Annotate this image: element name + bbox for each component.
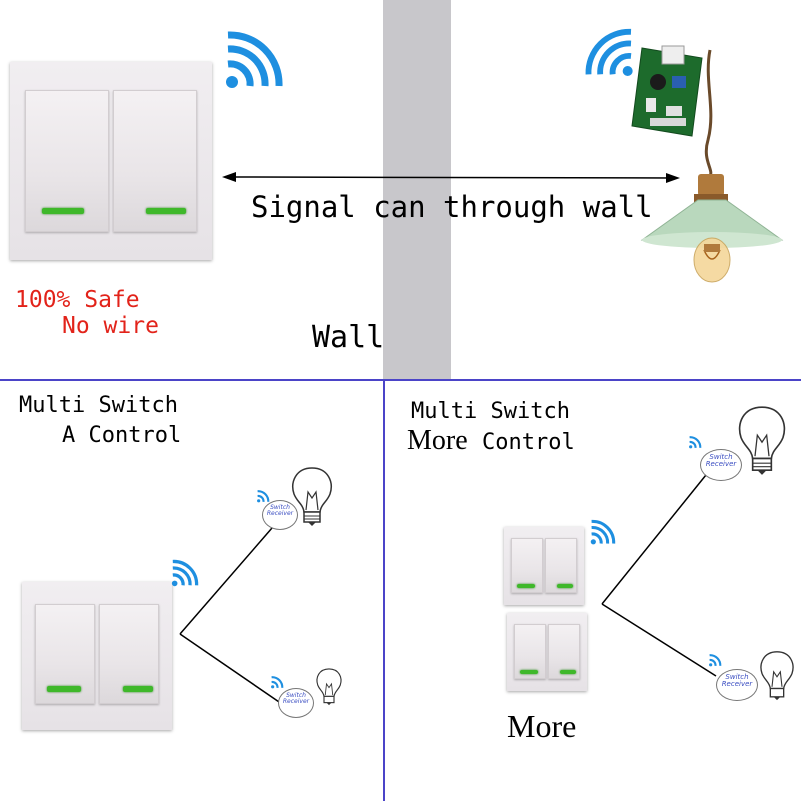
wifi-icon: [585, 28, 633, 76]
receiver-line2: Receiver: [282, 698, 310, 706]
switch-led: [47, 686, 81, 692]
wifi-icon: [590, 519, 616, 545]
wifi-icon: [709, 654, 722, 667]
more-label: More: [507, 708, 577, 744]
light-bulb-icon: [316, 668, 342, 706]
light-bulb-icon: [760, 651, 794, 701]
connection-lines: [179, 527, 283, 705]
switch-plate-left: [22, 582, 172, 730]
switch-rocker-right: [545, 538, 577, 593]
light-bulb-icon: [292, 467, 332, 526]
left-title-line1: Multi Switch: [19, 393, 178, 418]
receiver-badge: Switch Receiver: [700, 449, 742, 481]
switch-led: [123, 686, 153, 692]
switch-rocker-left: [35, 604, 95, 704]
switch-led: [560, 670, 576, 674]
switch-plate-small: [504, 527, 584, 605]
wifi-icon: [689, 436, 702, 449]
switch-led: [557, 584, 573, 588]
light-bulb-icon: [738, 406, 786, 475]
horizontal-divider: [0, 379, 801, 381]
receiver-line1: Switch: [709, 453, 733, 461]
nowire-text: No wire: [62, 313, 159, 339]
wall-label: Wall: [312, 320, 385, 355]
wall-strip: [383, 0, 451, 380]
wifi-icon: [171, 559, 199, 587]
wifi-icon: [226, 31, 283, 88]
right-title-control: Control: [482, 430, 575, 455]
switch-rocker-left: [25, 90, 109, 232]
circuit-board-icon: [631, 45, 703, 137]
vertical-divider: [383, 380, 385, 801]
switch-led: [520, 670, 538, 674]
signal-text: Signal can through wall: [251, 190, 653, 224]
switch-led: [42, 208, 84, 214]
switch-led: [517, 584, 535, 588]
wifi-icon: [257, 490, 270, 503]
receiver-line2: Receiver: [705, 460, 737, 469]
receiver-line2: Receiver: [266, 510, 294, 518]
left-title-line2: A Control: [62, 423, 182, 448]
connection-lines: [601, 469, 717, 677]
switch-rocker-left: [514, 624, 546, 679]
receiver-badge: Switch Receiver: [716, 669, 758, 701]
switch-led: [146, 208, 186, 214]
safe-text: 100% Safe: [15, 287, 140, 313]
wifi-icon: [271, 676, 284, 689]
signal-arrow: [222, 172, 680, 183]
switch-plate-main: [10, 62, 212, 260]
receiver-line1: Switch: [270, 504, 290, 511]
receiver-badge: Switch Receiver: [278, 688, 314, 718]
right-title-more: More: [407, 425, 468, 456]
switch-rocker-right: [113, 90, 197, 232]
switch-plate-small: [507, 613, 587, 691]
receiver-line1: Switch: [286, 692, 306, 699]
switch-rocker-left: [511, 538, 543, 593]
receiver-line1: Switch: [725, 673, 749, 681]
pendant-lamp-icon: [640, 49, 784, 283]
right-title-line1: Multi Switch: [411, 399, 570, 424]
receiver-badge: Switch Receiver: [262, 500, 298, 530]
receiver-line2: Receiver: [721, 680, 753, 689]
switch-rocker-right: [548, 624, 580, 679]
switch-rocker-right: [99, 604, 159, 704]
